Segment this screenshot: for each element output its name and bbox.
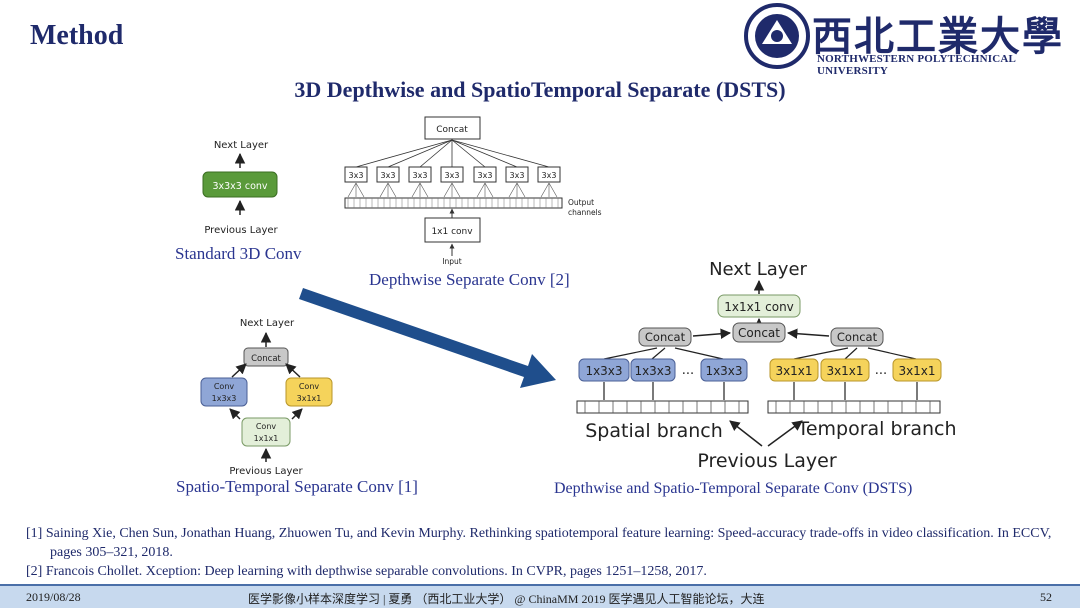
- dsts-spatial-kernel-1-label: 1x3x3: [585, 364, 622, 378]
- dw-kernel-3-label: 3x3: [413, 171, 428, 180]
- dw-kernel-group: 3x3 3x3 3x3 3x3 3x3 3x3 3x3: [344, 139, 561, 198]
- std-conv-label: 3x3x3 conv: [212, 181, 267, 192]
- st-temporal-conv-label: Conv: [299, 382, 320, 391]
- dsts-pointwise-block: [717, 294, 801, 318]
- dsts-temporal-kernel-1-label: 3x1x1: [775, 364, 812, 378]
- dw-kernel-5: [473, 166, 497, 183]
- dw-kernel-4: [440, 166, 464, 183]
- university-logo: [744, 3, 810, 69]
- dw-kernel-2-label: 3x3: [381, 171, 396, 180]
- depthwise-separate-conv-diagram: Concat 3x3 3x3 3x3 3x3 3x3 3x3 3x3 Output chan…: [344, 116, 602, 266]
- footer-bar: 2019/08/28 医学影像小样本深度学习 | 夏勇 （西北工业大学） @ C…: [0, 584, 1080, 608]
- dw-pointwise-label: 1x1 conv: [431, 227, 473, 237]
- reference-1: [1] Saining Xie, Chen Sun, Jonathan Huan…: [26, 526, 1052, 560]
- dw-kernel-5-label: 3x3: [478, 171, 493, 180]
- dw-kernel-4-label: 3x3: [445, 171, 460, 180]
- dsts-diagram: Next Layer 1x1x1 conv Concat Concat Conc…: [576, 259, 957, 472]
- dw-kernel-6: [505, 166, 529, 183]
- dsts-temporal-concat-label: Concat: [837, 330, 878, 344]
- st-concat-block: [243, 347, 289, 367]
- st-temporal-kernel-label: 3x1x1: [297, 394, 322, 403]
- dsts-spatial-dots: ...: [682, 363, 694, 378]
- dsts-temporal-kernel-2-label: 3x1x1: [826, 364, 863, 378]
- dsts-spatial-branch-label: Spatial branch: [585, 420, 723, 442]
- st-spatial-kernel-label: 1x3x3: [212, 394, 237, 403]
- dsts-temporal-channel-bar: [767, 400, 941, 414]
- st-pointwise-conv-label: Conv: [256, 422, 277, 431]
- st-concat-label: Concat: [251, 354, 281, 364]
- dw-kernel-7: [537, 166, 561, 183]
- dsts-temporal-concat-block: [830, 327, 884, 347]
- st-previous-layer-label: Previous Layer: [229, 466, 303, 477]
- dw-channels-label: channels: [568, 208, 602, 217]
- dsts-pointwise-label: 1x1x1 conv: [724, 300, 794, 314]
- st-pointwise-kernel-label: 1x1x1: [254, 434, 279, 443]
- dw-kernel-1: [344, 166, 368, 183]
- dsts-temporal-kernel-2: [820, 358, 870, 382]
- st-spatial-conv-block: [200, 377, 248, 407]
- dw-kernel-2: [376, 166, 400, 183]
- caption-depthwise-separate-conv: Depthwise Separate Conv [2]: [369, 270, 570, 289]
- caption-dsts: Depthwise and Spatio-Temporal Separate C…: [554, 480, 913, 497]
- spatiotemporal-conv-diagram: Next Layer Concat Conv 1x3x3 Conv 3x1x1 …: [200, 318, 333, 477]
- st-next-layer-label: Next Layer: [240, 318, 295, 329]
- slide-heading: Method: [30, 20, 124, 51]
- dw-channel-bar: [344, 197, 563, 209]
- dsts-spatial-kernel-3: [700, 358, 748, 382]
- dw-kernel-1-label: 3x3: [349, 171, 364, 180]
- dsts-next-layer-label: Next Layer: [709, 259, 807, 280]
- dw-input-label: Input: [442, 257, 461, 266]
- st-spatial-conv-label: Conv: [214, 382, 235, 391]
- std-previous-layer-label: Previous Layer: [204, 225, 278, 236]
- reference-2: [2] Francois Chollet. Xception: Deep lea…: [26, 564, 707, 579]
- dsts-temporal-kernel-1: [769, 358, 819, 382]
- dsts-spatial-kernel-2: [630, 358, 676, 382]
- footer-page-number: 52: [1040, 590, 1052, 604]
- st-pointwise-block: [241, 417, 291, 447]
- dw-output-label: Output: [568, 198, 594, 207]
- slide-title: 3D Depthwise and SpatioTemporal Separate…: [294, 77, 786, 102]
- dsts-spatial-concat-label: Concat: [645, 330, 686, 344]
- dsts-spatial-channel-bar: [576, 400, 749, 414]
- dsts-center-concat-block: [732, 322, 786, 343]
- references: [1] Saining Xie, Chen Sun, Jonathan Huan…: [26, 524, 1066, 581]
- dw-kernel-6-label: 3x3: [510, 171, 525, 180]
- standard-3d-conv-diagram: Next Layer 3x3x3 conv Previous Layer: [202, 140, 279, 236]
- university-name-cn: 西北工業大學: [812, 13, 1064, 60]
- university-name-en: NORTHWESTERN POLYTECHNICAL UNIVERSITY: [817, 53, 1016, 77]
- st-temporal-conv-block: [285, 377, 333, 407]
- dsts-center-concat-label: Concat: [738, 326, 780, 340]
- caption-standard-3d-conv: Standard 3D Conv: [175, 244, 302, 263]
- diagram-canvas: Next Layer 3x3x3 conv Previous Layer Con…: [200, 116, 957, 477]
- transition-arrow: [299, 288, 556, 388]
- dw-concat-block: [424, 116, 481, 140]
- footer-center-text: 医学影像小样本深度学习 | 夏勇 （西北工业大学） @ ChinaMM 2019…: [248, 592, 765, 606]
- dsts-temporal-branch-label: Temporal branch: [796, 418, 956, 440]
- dw-kernel-7-label: 3x3: [542, 171, 557, 180]
- std-conv-block: [202, 171, 278, 198]
- footer-date: 2019/08/28: [26, 590, 81, 604]
- dw-pointwise-block: [424, 217, 481, 243]
- dsts-temporal-dots: ...: [875, 363, 887, 378]
- dw-concat-label: Concat: [436, 125, 468, 135]
- dw-kernel-3: [408, 166, 432, 183]
- caption-spatiotemporal-conv: Spatio-Temporal Separate Conv [1]: [176, 477, 418, 496]
- dsts-previous-layer-label: Previous Layer: [697, 450, 836, 472]
- std-next-layer-label: Next Layer: [214, 140, 269, 151]
- dsts-spatial-kernel-3-label: 1x3x3: [705, 364, 742, 378]
- dsts-spatial-kernel-1: [578, 358, 630, 382]
- dsts-spatial-kernel-2-label: 1x3x3: [634, 364, 671, 378]
- dsts-temporal-kernel-3: [892, 358, 942, 382]
- dsts-temporal-kernel-3-label: 3x1x1: [898, 364, 935, 378]
- dsts-spatial-concat-block: [638, 327, 692, 347]
